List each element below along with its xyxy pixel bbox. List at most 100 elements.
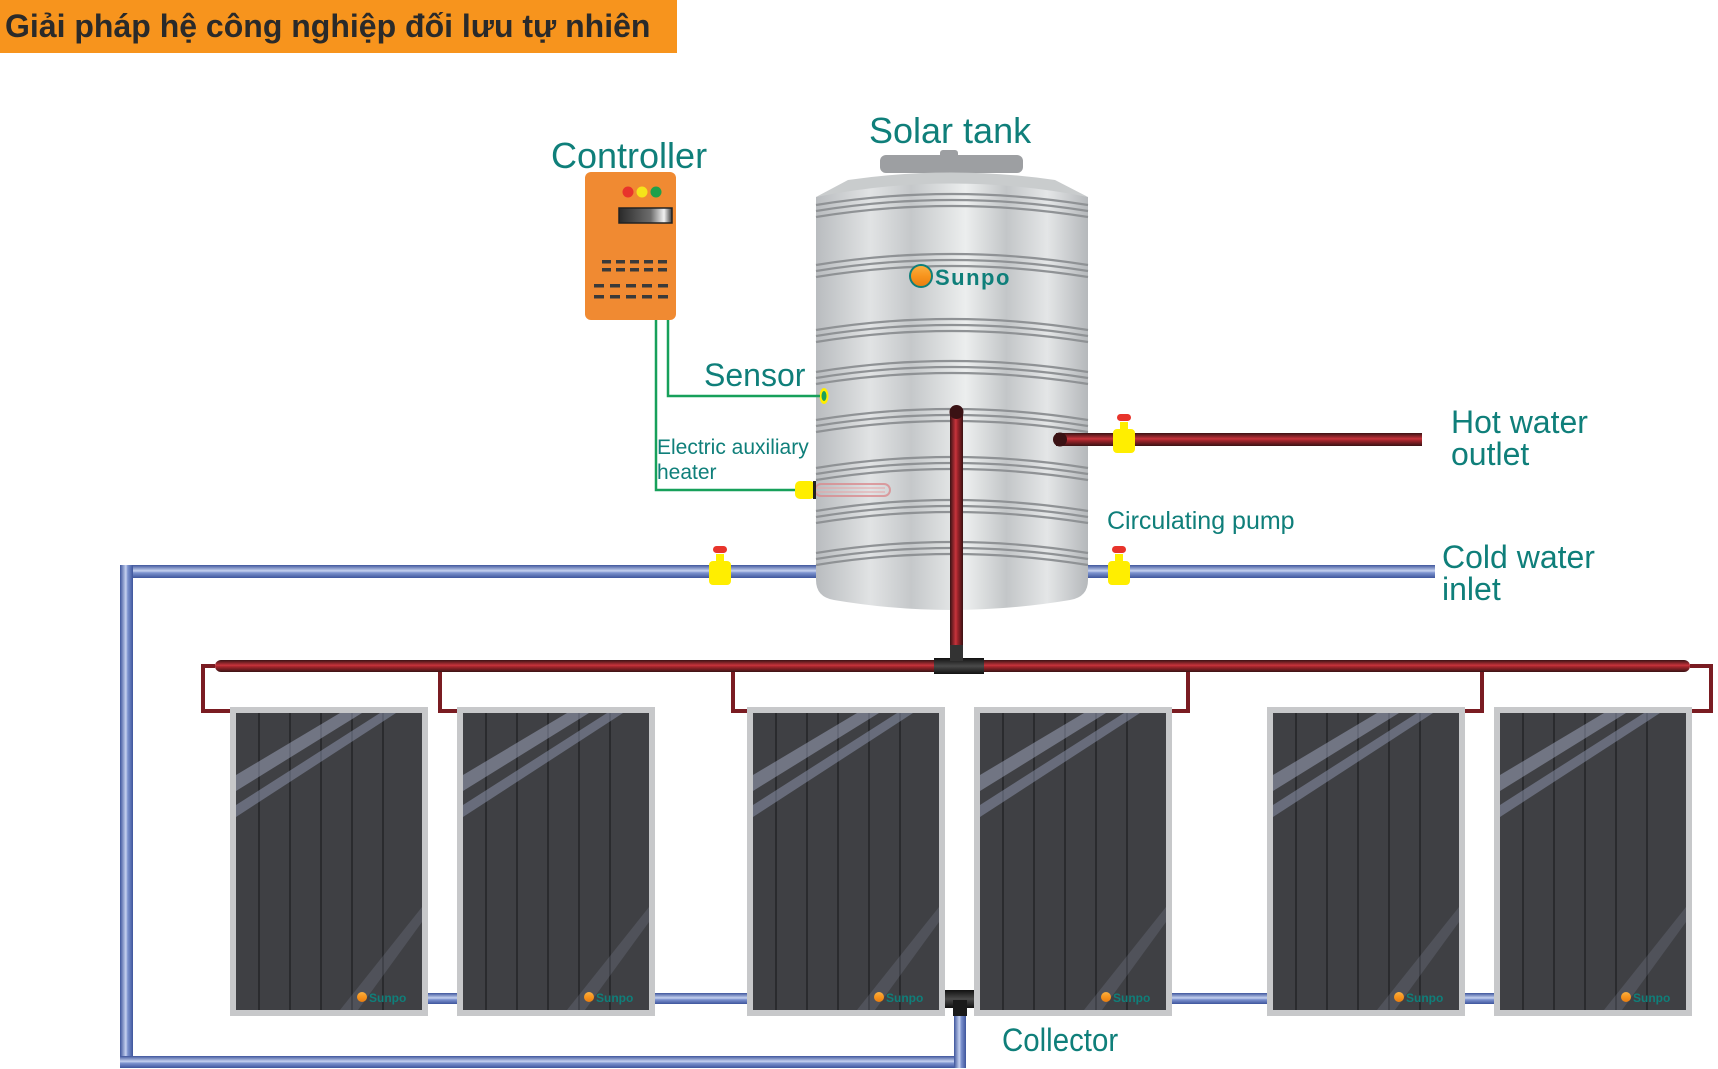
collector-panels: Sunpo Sunpo Sunpo Sunpo Sunpo Sunpo: [230, 707, 1692, 1016]
hot-branch-pipe: [1690, 664, 1713, 713]
electric-heater-element: [795, 481, 891, 499]
vent-slot: [602, 260, 611, 264]
panel-brand-logo: Sunpo: [1101, 991, 1150, 1005]
hot-outlet-line1: Hot water: [1451, 404, 1588, 440]
status-led: [636, 186, 648, 198]
vent-slot: [658, 268, 667, 272]
tank-rib: [815, 192, 1089, 207]
panel-brand-logo: Sunpo: [584, 991, 633, 1005]
vent-slot: [658, 295, 668, 299]
hot-outlet-valve: [1113, 414, 1135, 453]
controller-unit: [585, 172, 676, 320]
cold-return-valve: [709, 546, 731, 585]
vent-slot: [630, 260, 639, 264]
tank-rib: [815, 258, 1089, 273]
sensor-wire: [666, 320, 820, 398]
panel-brand-text: Sunpo: [886, 991, 923, 1005]
solar-collector-panel: Sunpo: [457, 707, 655, 1016]
panel-brand-logo: Sunpo: [874, 991, 923, 1005]
tank-rib: [815, 359, 1089, 374]
tank-brand-text: Sunpo: [935, 265, 1011, 290]
panel-glare: [463, 713, 649, 1010]
tank-rib: [815, 329, 1089, 344]
sun-icon: [1101, 992, 1111, 1002]
vent-slot: [658, 284, 668, 288]
vent-slot: [642, 284, 652, 288]
solar-collector-panel: Sunpo: [1267, 707, 1465, 1016]
panel-brand-text: Sunpo: [1406, 991, 1443, 1005]
cold-inlet-line2: inlet: [1442, 571, 1501, 607]
valve-body: [1113, 429, 1135, 453]
hot-branch-pipe: [201, 664, 230, 713]
vent-slot: [594, 284, 604, 288]
tank-rib: [815, 323, 1089, 338]
page-title: Giải pháp hệ công nghiệp đối lưu tự nhiê…: [0, 0, 677, 53]
hot-water-outlet-pipe: [1053, 432, 1422, 447]
tank-brand-logo: Sunpo: [909, 264, 1011, 290]
panel-brand-logo: Sunpo: [357, 991, 406, 1005]
solar-tank-label: Solar tank: [869, 110, 1032, 151]
controller-label: Controller: [551, 135, 708, 176]
panel-absorber: [463, 713, 649, 1010]
heater-wire: [654, 320, 795, 492]
panel-brand-text: Sunpo: [596, 991, 633, 1005]
vent-slot: [626, 284, 636, 288]
panel-brand-text: Sunpo: [369, 991, 406, 1005]
tank-rib: [815, 371, 1089, 386]
panel-absorber: [1500, 713, 1686, 1010]
circulating-pump-label: Circulating pump: [1107, 507, 1295, 535]
solar-collector-panel: Sunpo: [1494, 707, 1692, 1016]
vent-slot: [644, 260, 653, 264]
panel-brand-logo: Sunpo: [1621, 991, 1670, 1005]
panel-brand-logo: Sunpo: [1394, 991, 1443, 1005]
vent-slot: [610, 295, 620, 299]
sun-icon: [584, 992, 594, 1002]
panel-glare: [236, 713, 422, 1010]
status-led: [650, 186, 662, 198]
solar-collector-panel: Sunpo: [230, 707, 428, 1016]
vent-slot: [644, 268, 653, 272]
sensor-label: Sensor: [704, 357, 806, 393]
heater-label-line1: Electric auxiliary: [657, 436, 809, 459]
cold-return-pipe: [120, 564, 966, 1068]
panel-glare: [980, 713, 1166, 1010]
vent-slot: [616, 260, 625, 264]
heater-label: Electric auxiliary heater: [657, 435, 809, 485]
panel-brand-text: Sunpo: [1113, 991, 1150, 1005]
cold-water-inlet-label: Cold water inlet: [1442, 541, 1595, 605]
solar-collector-panel: Sunpo: [747, 707, 945, 1016]
valve-handle: [1117, 414, 1131, 421]
tank-rib: [815, 264, 1089, 279]
valve-body: [709, 561, 731, 585]
valve-handle: [713, 546, 727, 553]
valve-handle: [1112, 546, 1126, 553]
vent-slot: [626, 295, 636, 299]
tank-rib: [815, 198, 1089, 213]
vent-slot: [658, 260, 667, 264]
panel-absorber: [753, 713, 939, 1010]
tank-rib: [815, 317, 1089, 332]
hot-branch-pipe: [1172, 672, 1190, 713]
panel-absorber: [980, 713, 1166, 1010]
hot-water-outlet-label: Hot water outlet: [1451, 406, 1588, 470]
header-tee: [934, 645, 984, 674]
hot-branch-pipe: [731, 672, 747, 713]
sun-icon: [1394, 992, 1404, 1002]
status-led: [622, 186, 634, 198]
vent-slot: [642, 295, 652, 299]
vent-slot: [630, 268, 639, 272]
tank-rib: [815, 252, 1089, 267]
collector-tee: [942, 990, 980, 1016]
panel-absorber: [236, 713, 422, 1010]
cold-inlet-line1: Cold water: [1442, 539, 1595, 575]
panel-glare: [753, 713, 939, 1010]
controller-wires: [654, 320, 820, 492]
tank-rib: [815, 204, 1089, 219]
sun-icon: [357, 992, 367, 1002]
collector-label: Collector: [1002, 1022, 1119, 1058]
hot-riser-pipe: [949, 405, 964, 665]
hot-branch-pipe: [1465, 672, 1484, 713]
panel-glare: [1500, 713, 1686, 1010]
panel-glare: [1273, 713, 1459, 1010]
tank-rib: [815, 365, 1089, 380]
